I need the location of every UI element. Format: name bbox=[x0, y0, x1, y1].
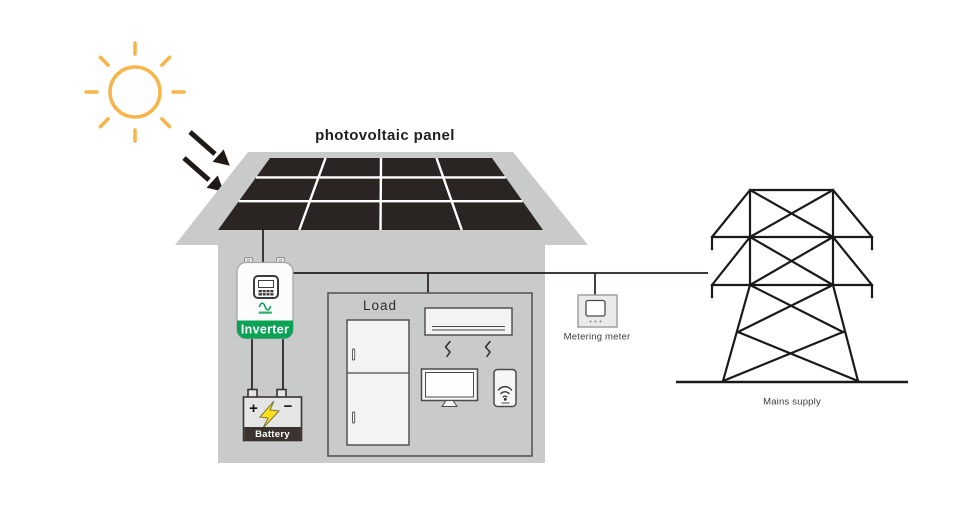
air-conditioner-icon bbox=[424, 307, 513, 358]
airflow-icon bbox=[444, 340, 451, 358]
inverter-label: Inverter bbox=[241, 323, 289, 337]
inverter-brand-text bbox=[258, 311, 272, 314]
battery-plus-sign: + bbox=[249, 400, 258, 417]
battery-unit: + − Battery bbox=[242, 388, 303, 442]
mains-supply-label: Mains supply bbox=[763, 397, 821, 408]
battery-band bbox=[244, 427, 301, 440]
tv-icon bbox=[420, 368, 479, 407]
load-area: Load bbox=[327, 292, 533, 457]
meter-label: Metering meter bbox=[564, 332, 631, 343]
transmission-tower-icon bbox=[710, 188, 874, 383]
airflow-icon bbox=[484, 340, 491, 358]
battery-label: Battery bbox=[255, 429, 290, 440]
wires bbox=[251, 228, 708, 390]
inverter-display-icon bbox=[253, 275, 279, 299]
energy-meter-icon bbox=[577, 294, 618, 328]
battery-minus-sign: − bbox=[284, 398, 293, 415]
inverter-green-band bbox=[237, 320, 293, 339]
pv-panel-title: photovoltaic panel bbox=[315, 127, 455, 144]
fridge-icon bbox=[346, 319, 410, 446]
wifi-icon bbox=[497, 386, 513, 398]
solar-panel-icon bbox=[218, 157, 543, 231]
load-label: Load bbox=[363, 298, 397, 313]
sun-icon bbox=[84, 41, 186, 143]
sunlight-arrow-icon bbox=[182, 130, 230, 192]
smartphone-icon bbox=[493, 368, 517, 408]
inverter-unit: Inverter bbox=[236, 257, 294, 340]
inverter-brand-logo bbox=[258, 302, 272, 311]
